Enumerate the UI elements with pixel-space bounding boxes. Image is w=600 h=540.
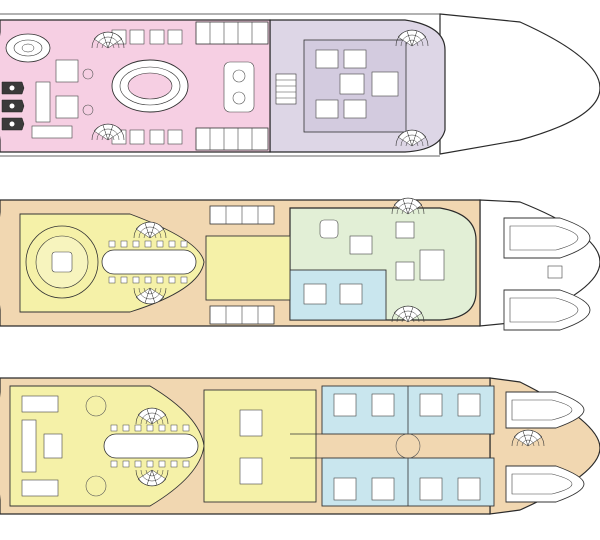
upper-deck [0, 13, 600, 157]
deck-storage [195, 127, 269, 151]
dining-table-icon [101, 240, 197, 284]
tender-boat-icon [505, 465, 585, 503]
tender-boat-icon [503, 289, 591, 331]
jet-ski-icon [1, 81, 25, 131]
jacuzzi-icon [5, 33, 51, 63]
upper-deck-bow [439, 13, 600, 155]
stairs-icon [275, 73, 297, 105]
main-deck [0, 197, 600, 331]
lower-deck [0, 377, 600, 515]
deck-storage [195, 21, 269, 45]
tender-boat-icon [503, 217, 591, 259]
dining-table-icon [103, 424, 199, 468]
tender-boat-icon [505, 391, 585, 429]
